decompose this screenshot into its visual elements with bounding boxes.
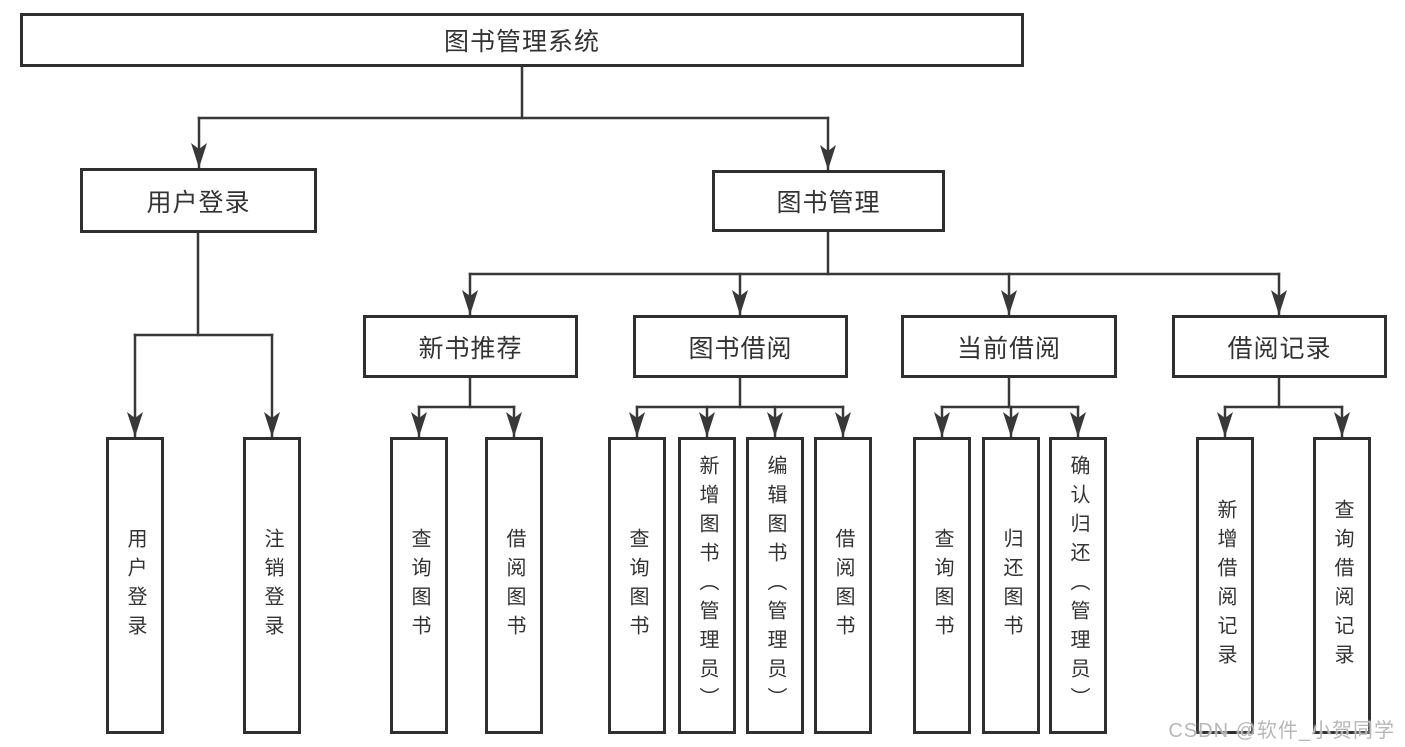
arrowhead-icon bbox=[732, 290, 748, 315]
arrowhead-icon bbox=[264, 412, 280, 437]
node-current-borrowing: 当前借阅 bbox=[901, 315, 1117, 378]
leaf-recommend-query-book: 查询图书 bbox=[390, 437, 448, 734]
arrowhead-icon bbox=[835, 412, 851, 437]
arrowhead-icon bbox=[767, 412, 783, 437]
arrowhead-icon bbox=[1217, 412, 1233, 437]
arrowhead-icon bbox=[1003, 412, 1019, 437]
leaf-records-add-record: 新增借阅记录 bbox=[1196, 437, 1254, 734]
leaf-recommend-borrow-book: 借阅图书 bbox=[485, 437, 543, 734]
leaf-borrowing-borrow-book: 借阅图书 bbox=[814, 437, 872, 734]
leaf-records-add-record-label: 新增借阅记录 bbox=[1214, 498, 1236, 673]
arrowhead-icon bbox=[462, 290, 478, 315]
arrowhead-icon bbox=[1334, 412, 1350, 437]
leaf-borrowing-edit-book-admin: 编辑图书（管理员） bbox=[746, 437, 804, 734]
node-book-management: 图书管理 bbox=[712, 170, 945, 232]
leaf-records-query-record: 查询借阅记录 bbox=[1313, 437, 1371, 734]
node-library-management-system-label: 图书管理系统 bbox=[443, 28, 600, 56]
node-library-management-system: 图书管理系统 bbox=[20, 13, 1024, 67]
node-borrowing-records-label: 借阅记录 bbox=[1227, 334, 1332, 363]
node-new-book-recommendation: 新书推荐 bbox=[363, 315, 578, 378]
node-current-borrowing-label: 当前借阅 bbox=[956, 334, 1061, 363]
arrowhead-icon bbox=[127, 412, 143, 437]
arrowhead-icon bbox=[699, 412, 715, 437]
arrowhead-icon bbox=[820, 145, 836, 170]
arrowhead-icon bbox=[1070, 412, 1086, 437]
arrowhead-icon bbox=[1001, 290, 1017, 315]
node-user-login: 用户登录 bbox=[80, 168, 317, 233]
arrowhead-icon bbox=[191, 143, 207, 168]
leaf-logout-label: 注销登录 bbox=[261, 527, 283, 644]
node-book-management-label: 图书管理 bbox=[776, 189, 881, 217]
arrowhead-icon bbox=[629, 412, 645, 437]
leaf-borrowing-add-book-admin: 新增图书（管理员） bbox=[678, 437, 736, 734]
arrowhead-icon bbox=[934, 412, 950, 437]
leaf-borrowing-edit-book-admin-label: 编辑图书（管理员） bbox=[764, 455, 786, 716]
leaf-recommend-query-book-label: 查询图书 bbox=[408, 527, 430, 644]
leaf-current-return-book-label: 归还图书 bbox=[1000, 527, 1022, 644]
node-borrowing-records: 借阅记录 bbox=[1172, 315, 1387, 378]
arrowhead-icon bbox=[411, 412, 427, 437]
leaf-user-login-label: 用户登录 bbox=[124, 527, 146, 644]
leaf-user-login: 用户登录 bbox=[106, 437, 164, 734]
leaf-records-query-record-label: 查询借阅记录 bbox=[1331, 498, 1353, 673]
leaf-current-return-book: 归还图书 bbox=[982, 437, 1040, 734]
node-user-login-label: 用户登录 bbox=[146, 188, 251, 217]
leaf-logout: 注销登录 bbox=[243, 437, 301, 734]
node-new-book-recommendation-label: 新书推荐 bbox=[418, 334, 523, 363]
leaf-borrowing-query-book: 查询图书 bbox=[608, 437, 666, 734]
arrowhead-icon bbox=[1271, 290, 1287, 315]
leaf-current-query-book: 查询图书 bbox=[913, 437, 971, 734]
leaf-borrowing-query-book-label: 查询图书 bbox=[626, 527, 648, 644]
node-book-borrowing-label: 图书借阅 bbox=[688, 334, 793, 363]
arrowhead-icon bbox=[506, 412, 522, 437]
leaf-borrowing-add-book-admin-label: 新增图书（管理员） bbox=[696, 455, 718, 716]
leaf-current-query-book-label: 查询图书 bbox=[931, 527, 953, 644]
leaf-borrowing-borrow-book-label: 借阅图书 bbox=[832, 527, 854, 644]
csdn-watermark: CSDN @软件_小贺同学 bbox=[1168, 720, 1395, 742]
leaf-current-confirm-return-admin-label: 确认归还（管理员） bbox=[1067, 455, 1089, 716]
leaf-recommend-borrow-book-label: 借阅图书 bbox=[503, 527, 525, 644]
leaf-current-confirm-return-admin: 确认归还（管理员） bbox=[1049, 437, 1107, 734]
node-book-borrowing: 图书借阅 bbox=[633, 315, 848, 378]
